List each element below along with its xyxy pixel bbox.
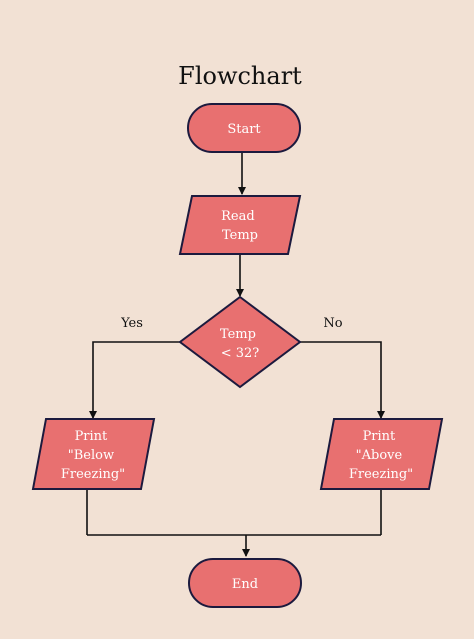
end-terminator-shape: [188, 558, 302, 608]
node-print-below: Print "Below Freezing": [31, 418, 156, 490]
node-read-label: Read Temp: [221, 209, 259, 243]
branch-label-no: No: [323, 316, 342, 331]
above-parallelogram-shape: [319, 418, 444, 490]
below-parallelogram-shape: [31, 418, 156, 490]
node-end-label: End: [232, 577, 258, 592]
decision-diamond-shape: [178, 295, 302, 389]
node-start-label: Start: [227, 122, 261, 137]
node-read-temp: Read Temp: [178, 195, 302, 255]
read-parallelogram-shape: [178, 195, 302, 255]
node-decision-label: Temp < 32?: [220, 327, 260, 361]
page-title: Flowchart: [178, 62, 302, 90]
branch-label-yes: Yes: [120, 316, 143, 331]
node-start: Start: [187, 103, 301, 153]
edge-decision-no: [299, 341, 385, 419]
node-decision: Temp < 32?: [178, 295, 302, 389]
edge-decision-yes: [89, 341, 181, 419]
node-end: End: [188, 558, 302, 608]
node-above-label: Print "Above Freezing": [349, 429, 413, 482]
start-terminator-shape: [187, 103, 301, 153]
node-print-above: Print "Above Freezing": [319, 418, 444, 490]
edges: [86, 153, 385, 557]
node-below-label: Print "Below Freezing": [61, 429, 125, 482]
